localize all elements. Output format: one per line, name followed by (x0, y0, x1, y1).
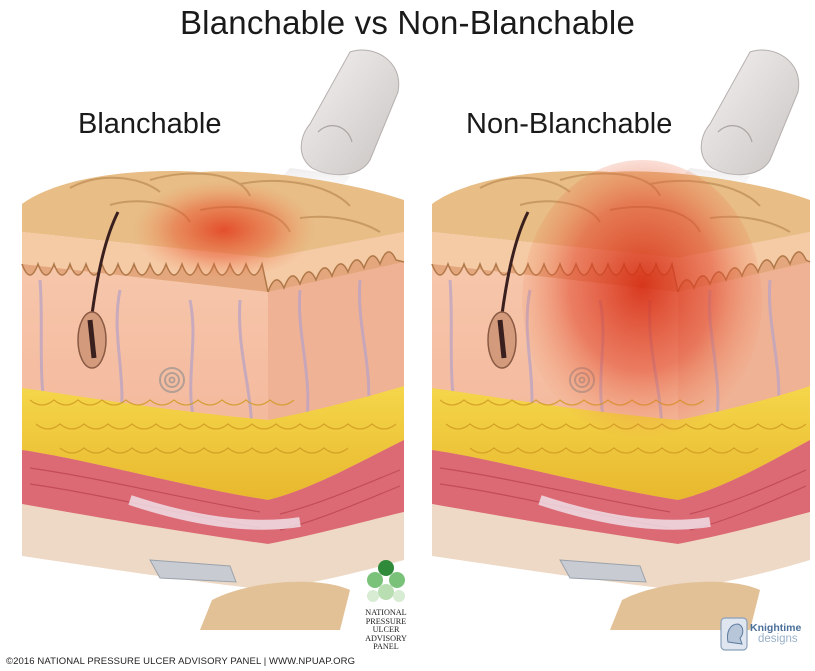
npuap-logo-mark (362, 560, 410, 604)
npuap-line: PANEL (362, 643, 410, 652)
redness-area (522, 160, 762, 440)
knight-helmet-icon (720, 616, 750, 652)
blanchable-skin-diagram (0, 0, 410, 650)
knightime-sub: designs (758, 633, 798, 645)
non-blanchable-skin-diagram (410, 0, 815, 650)
copyright-text: ©2016 NATIONAL PRESSURE ULCER ADVISORY P… (6, 656, 355, 667)
npuap-logo: NATIONAL PRESSURE ULCER ADVISORY PANEL (362, 560, 410, 652)
redness-area (132, 180, 316, 280)
npuap-logo-text: NATIONAL PRESSURE ULCER ADVISORY PANEL (362, 609, 410, 652)
knightime-logo: Knightime designs (720, 616, 814, 656)
